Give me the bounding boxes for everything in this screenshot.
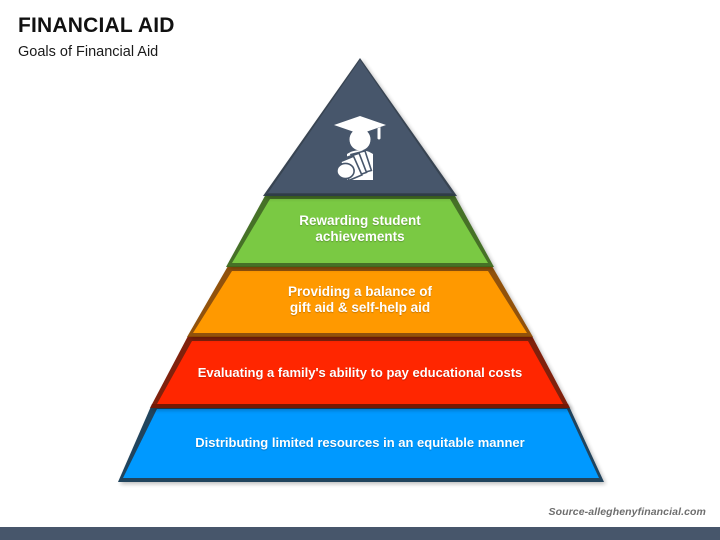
pyramid-diagram: Rewarding student achievements Providing… [118,58,604,482]
pyramid-shapes [118,58,604,482]
level-2-face [232,199,488,263]
slide-header: FINANCIAL AID Goals of Financial Aid [18,14,618,62]
pyramid-level-2[interactable] [226,194,494,267]
pyramid-level-3[interactable] [187,266,533,337]
page-title: FINANCIAL AID [18,14,175,37]
pyramid-level-4[interactable] [150,336,570,408]
page-subtitle: Goals of Financial Aid [18,44,159,61]
source-note: Source-alleghenyfinancial.com [548,506,706,518]
level-3-face [193,271,527,333]
bottom-accent-bar [0,527,720,540]
level-5-face [123,409,599,478]
level-4-face [157,341,563,404]
graduate-with-money-icon [334,116,386,182]
pyramid-level-5[interactable] [118,404,604,482]
